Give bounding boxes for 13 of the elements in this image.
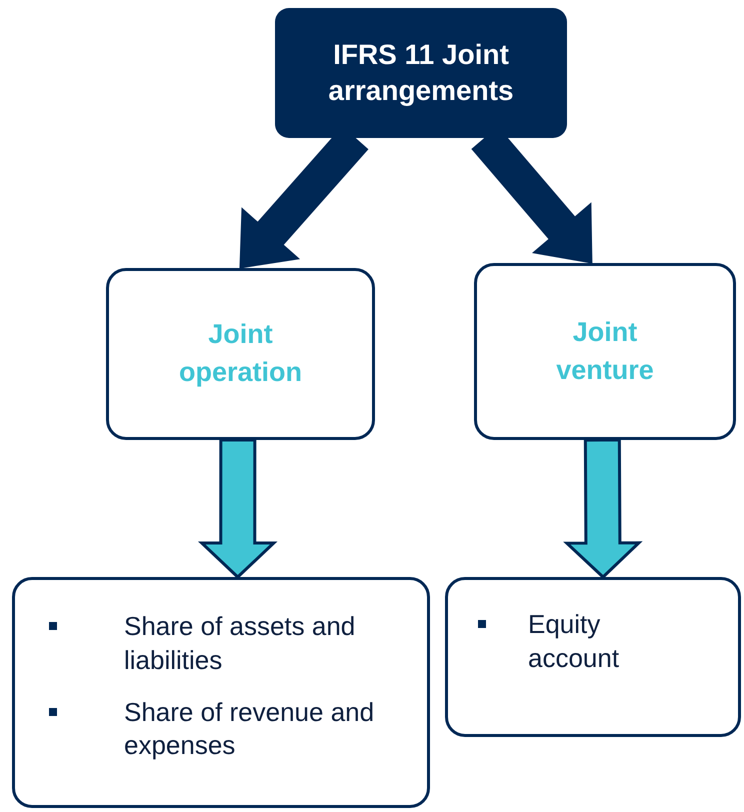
detail-box	[12, 577, 430, 808]
arrow	[198, 438, 278, 580]
detail-box	[445, 577, 741, 737]
bullet-text: Equity account	[528, 608, 620, 675]
box-heading: Joint operation	[178, 318, 303, 389]
heading-box	[275, 8, 567, 138]
category-box	[106, 268, 375, 440]
bullet-text: Share of assets and liabilities	[124, 610, 356, 677]
category-box	[474, 263, 736, 440]
bullet-text: Share of revenue and expenses	[124, 696, 376, 762]
box-heading: IFRS 11 Joint arrangements	[327, 38, 515, 108]
box-heading: Joint venture	[555, 316, 655, 386]
arrow	[563, 438, 643, 580]
